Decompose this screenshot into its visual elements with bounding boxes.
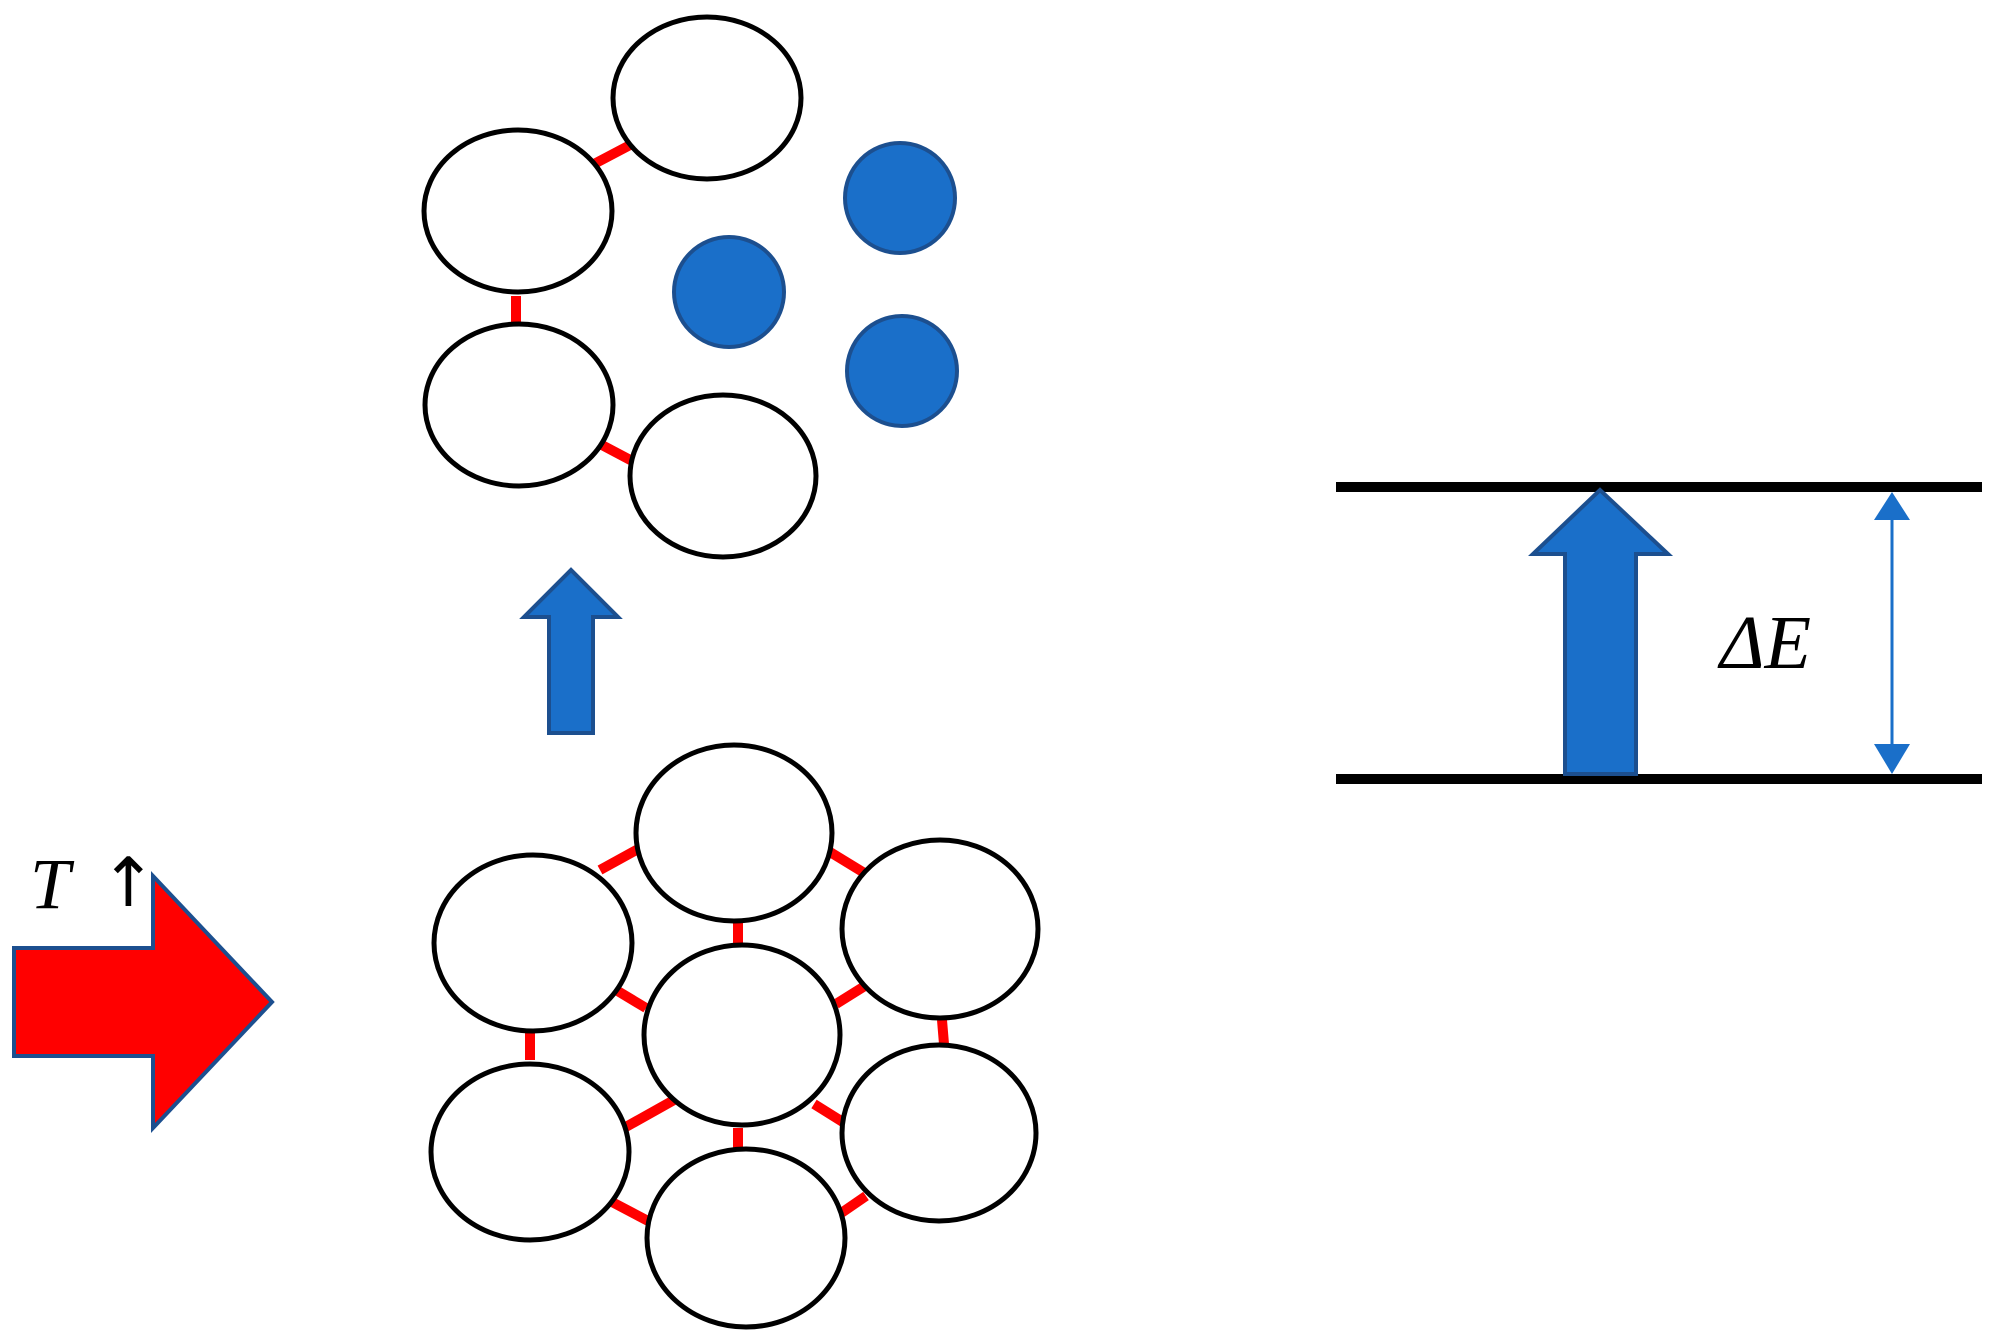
atom (644, 1146, 848, 1330)
bond (609, 1197, 653, 1227)
bond (621, 1095, 677, 1133)
atoms (428, 742, 1041, 1330)
excitation-up-arrow (1528, 487, 1674, 776)
bond (597, 843, 643, 875)
bond (597, 439, 637, 467)
bond (591, 139, 635, 169)
bonded-cluster (428, 742, 1041, 1330)
atom (431, 852, 635, 1034)
free-particles (672, 141, 959, 428)
gap-arrowhead-bottom (1874, 744, 1910, 774)
energy-gap-marker (1874, 492, 1910, 774)
temperature-increase-arrow: ↑ (100, 844, 157, 923)
bond (827, 847, 869, 879)
temperature-symbol: T (30, 844, 75, 924)
bond (937, 1019, 949, 1045)
atom (421, 127, 615, 295)
atom (641, 942, 843, 1128)
atom (627, 392, 819, 560)
atom (633, 742, 835, 924)
transition-up-arrow (519, 567, 623, 735)
atom (839, 1042, 1039, 1224)
free-particle (845, 314, 959, 428)
atom (839, 837, 1041, 1021)
broken-cluster (421, 14, 959, 560)
bond-lines (511, 139, 637, 467)
atom (422, 321, 616, 489)
gap-arrowhead-top (1874, 492, 1910, 520)
free-particle (672, 235, 786, 349)
energy-diagram: ΔE (1336, 482, 1982, 784)
bond (613, 985, 649, 1013)
free-particle (843, 141, 957, 255)
energy-gap-label: ΔE (1717, 601, 1811, 685)
heat-right-arrow (12, 870, 275, 1134)
atom (610, 14, 804, 182)
atoms (421, 14, 819, 560)
atom (428, 1061, 632, 1243)
